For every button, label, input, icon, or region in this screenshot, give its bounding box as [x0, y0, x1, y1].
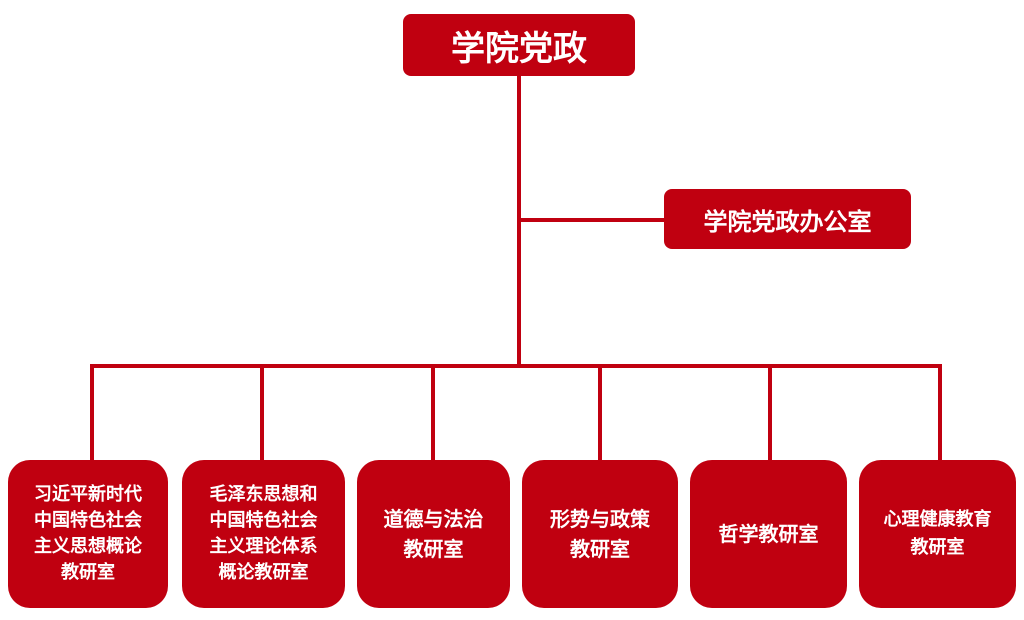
department-node: 习近平新时代 中国特色社会 主义思想概论 教研室	[8, 460, 168, 608]
drop-line-4	[598, 364, 602, 460]
drop-line-1	[90, 364, 94, 460]
office-branch-line	[519, 218, 664, 222]
department-node: 哲学教研室	[690, 460, 847, 608]
drop-line-3	[431, 364, 435, 460]
root-node: 学院党政	[403, 14, 635, 76]
drop-line-2	[260, 364, 264, 460]
department-node: 毛泽东思想和 中国特色社会 主义理论体系 概论教研室	[182, 460, 345, 608]
drop-line-5	[768, 364, 772, 460]
department-node: 形势与政策 教研室	[522, 460, 678, 608]
drop-line-6	[938, 364, 942, 460]
department-node: 心理健康教育 教研室	[859, 460, 1016, 608]
trunk-line	[517, 76, 521, 368]
office-node: 学院党政办公室	[664, 189, 911, 249]
horizontal-bus-line	[90, 364, 942, 368]
department-node: 道德与法治 教研室	[357, 460, 510, 608]
